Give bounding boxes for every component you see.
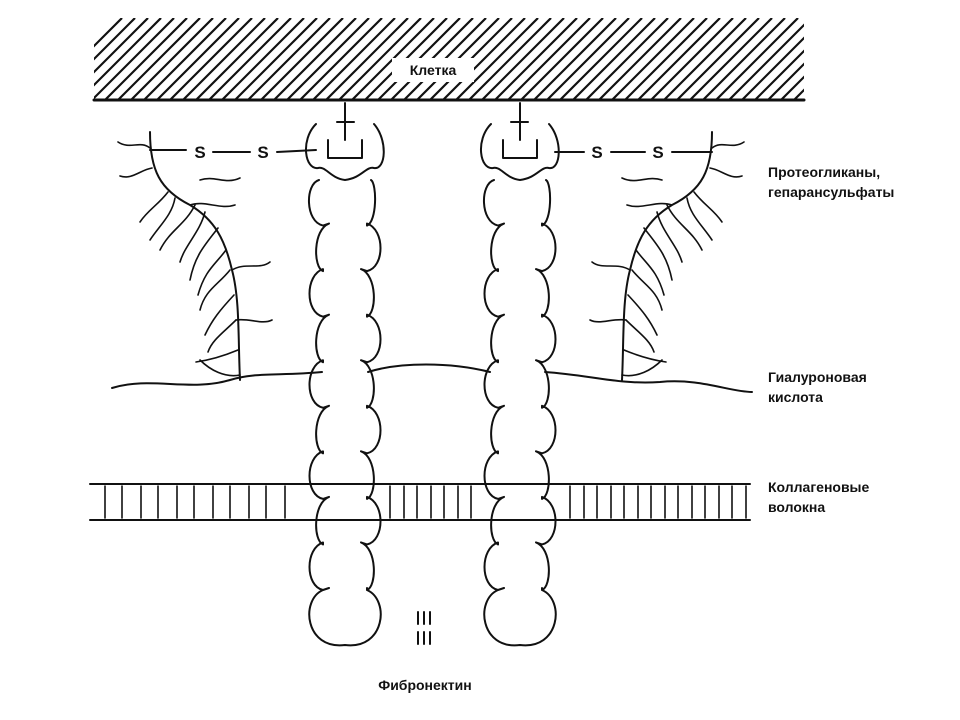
hatch-line xyxy=(94,18,175,100)
hyaluronic-acid xyxy=(111,363,753,393)
receptor-right-icon xyxy=(479,123,560,181)
hatch-line xyxy=(702,18,786,100)
hatch-line xyxy=(780,75,804,100)
hatch-line xyxy=(637,18,721,100)
hatch-line xyxy=(247,18,331,100)
hatch-line xyxy=(611,18,695,100)
hatch-line xyxy=(481,18,565,100)
hatch-line xyxy=(715,18,799,100)
hatch-line xyxy=(754,49,804,100)
fibronectin-label: Фибронектин xyxy=(378,677,471,693)
hatch-line xyxy=(650,18,734,100)
hatch-line xyxy=(286,18,370,100)
hatch-line xyxy=(676,18,760,100)
hatch-line xyxy=(846,18,928,100)
hatch-line xyxy=(898,18,960,100)
hatch-line xyxy=(208,18,292,100)
hatch-line xyxy=(767,62,804,100)
hatch-line xyxy=(169,18,253,100)
hatch-line xyxy=(807,18,889,100)
sulfur-right-1: S xyxy=(591,143,602,162)
hatch-line xyxy=(885,18,960,100)
cell-membrane: Клетка xyxy=(92,18,960,102)
hatch-line xyxy=(598,18,682,100)
proteoglycans-label-line2: гепарансульфаты xyxy=(768,184,894,200)
hyaluronic-label-line1: Гиалуроновая xyxy=(768,369,867,385)
hatch-line xyxy=(507,18,591,100)
hatch-line xyxy=(820,18,902,100)
cell-label: Клетка xyxy=(410,62,457,78)
hatch-line xyxy=(182,18,266,100)
hatch-line xyxy=(234,18,318,100)
fibronectin-chain-left xyxy=(304,102,385,647)
collagen-label-line2: волокна xyxy=(768,499,825,515)
receptor-left-icon xyxy=(304,123,385,181)
hatch-line xyxy=(94,18,123,48)
fibronectin-chain-right xyxy=(479,102,560,647)
interchain-disulfide-bonds xyxy=(417,611,431,645)
hatch-line xyxy=(94,18,149,74)
hatch-line xyxy=(260,18,344,100)
hatch-line xyxy=(468,18,552,100)
hatch-line xyxy=(520,18,604,100)
hatch-line xyxy=(325,18,409,100)
hatch-line xyxy=(689,18,773,100)
collagen-fibers xyxy=(89,483,751,521)
hyaluronic-label-line2: кислота xyxy=(768,389,823,405)
chain-right-body xyxy=(482,179,557,647)
hatch-line xyxy=(143,18,227,100)
hatch-line xyxy=(833,18,915,100)
hatch-line xyxy=(533,18,617,100)
collagen-label-line1: Коллагеновые xyxy=(768,479,870,495)
hatch-line xyxy=(494,18,578,100)
hatch-line xyxy=(94,18,136,61)
hatch-line xyxy=(104,18,188,100)
hatch-line xyxy=(117,18,201,100)
hatch-line xyxy=(195,18,279,100)
hatch-line xyxy=(312,18,396,100)
hatch-line xyxy=(859,18,941,100)
hatch-line xyxy=(156,18,240,100)
hatch-line xyxy=(455,18,539,100)
hatch-line xyxy=(559,18,643,100)
hatch-line xyxy=(624,18,708,100)
hatch-line xyxy=(872,18,954,100)
cell-label-box xyxy=(392,58,474,82)
hatch-line xyxy=(273,18,357,100)
hatch-line xyxy=(546,18,630,100)
hatch-line xyxy=(793,88,804,100)
hatch-line xyxy=(572,18,656,100)
proteoglycan-left: S S xyxy=(117,131,317,381)
hatch-line xyxy=(741,36,804,100)
hatch-line xyxy=(221,18,305,100)
hatch-line xyxy=(585,18,669,100)
sulfur-left-1: S xyxy=(194,143,205,162)
hatch-line xyxy=(299,18,383,100)
hatch-line xyxy=(130,18,214,100)
proteoglycan-right: S S xyxy=(554,131,745,381)
sulfur-right-2: S xyxy=(652,143,663,162)
hatch-line xyxy=(728,23,804,100)
hatch-line xyxy=(663,18,747,100)
sulfur-left-2: S xyxy=(257,143,268,162)
hatch-line xyxy=(338,18,422,100)
hatch-line xyxy=(442,18,526,100)
chain-left-body xyxy=(307,179,382,647)
hatch-line xyxy=(94,18,162,87)
proteoglycans-label-line1: Протеогликаны, xyxy=(768,164,880,180)
